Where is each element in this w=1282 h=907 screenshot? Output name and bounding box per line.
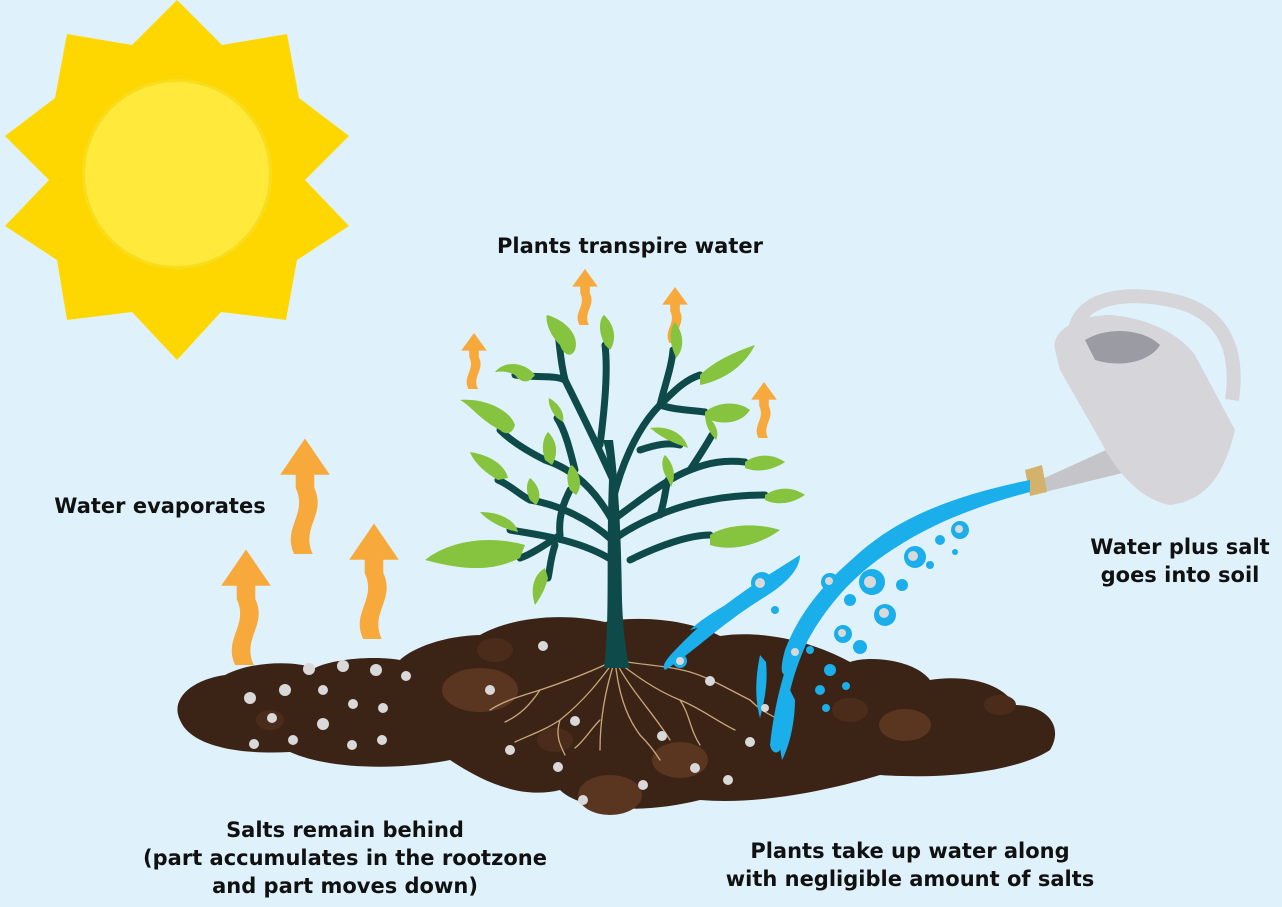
salt-dot [267,713,277,723]
label-water-plus-salt-line2: goes into soil [1080,561,1280,589]
label-transpire-text: Plants transpire water [440,232,820,260]
label-uptake: Plants take up water along with negligib… [700,837,1120,893]
salt-dot [864,576,876,588]
leaf [705,404,750,423]
leaf [710,525,780,547]
label-evaporates: Water evaporates [40,492,280,520]
salt-dot [908,551,918,561]
soil-patch [832,698,868,722]
salt-dot [348,699,358,709]
label-salts-remain-line3: and part moves down) [120,872,570,900]
leaf [470,452,508,480]
salt-dot [370,664,382,676]
salt-dot [838,629,846,637]
label-evaporates-text: Water evaporates [40,492,280,520]
water-drop [896,579,908,591]
salt-dot [553,762,563,772]
salt-dot [690,763,700,773]
water-drop [815,685,825,695]
leaf [425,540,525,568]
salt-dot [638,780,648,790]
soil-patch [477,638,513,662]
water-drop [822,704,830,712]
evaporation-arrow [349,524,399,640]
salt-dot [337,660,349,672]
water-drop [824,664,836,676]
salt-dot [791,648,799,656]
salt-dot [401,671,411,681]
label-salts-remain: Salts remain behind (part accumulates in… [120,816,570,900]
salt-dot [303,663,315,675]
water-drop [842,682,850,690]
label-water-plus-salt-line1: Water plus salt [1080,533,1280,561]
label-uptake-line2: with negligible amount of salts [700,865,1120,893]
transpiration-arrow [572,269,598,325]
salt-dot [761,704,769,712]
watering-can [1025,296,1235,505]
leaf [700,345,755,385]
salt-dot [745,737,755,747]
salt-dot [279,684,291,696]
salt-dot [755,578,765,588]
water-drop [806,646,814,654]
soil-patch [879,709,931,741]
water-drop [853,640,867,654]
salt-dot [505,745,515,755]
salt-dot [705,676,715,686]
salt-dot [317,718,329,730]
transpiration-arrow [461,333,487,389]
water-splash [690,588,775,630]
label-uptake-line1: Plants take up water along [700,837,1120,865]
salt-dot [657,731,667,741]
salt-dot [318,685,328,695]
water-drop [926,561,934,569]
salt-dot [347,740,357,750]
label-salts-remain-line1: Salts remain behind [120,816,570,844]
label-water-plus-salt: Water plus salt goes into soil [1080,533,1280,589]
evaporation-arrow [280,439,330,555]
leaf [765,489,805,504]
salt-dot [879,608,889,618]
transpiration-arrow [751,382,777,438]
soil-patch [578,775,642,815]
salt-dot [378,703,388,713]
soil-patch [984,695,1016,715]
salt-dot [244,692,256,704]
leaf [745,456,785,471]
leaf [460,400,515,434]
sun [5,0,349,360]
leaf [495,364,535,381]
salt-dot [578,795,588,805]
water-drop [952,549,958,555]
evaporation-arrow [221,550,271,666]
salt-dot [825,577,833,585]
salt-dot [538,641,548,651]
salt-dot [249,739,259,749]
salt-dot [288,735,298,745]
water-drop [866,556,874,564]
soil-patch [537,728,573,752]
salt-dot [377,735,387,745]
label-salts-remain-line2: (part accumulates in the rootzone [120,844,570,872]
salt-dot [676,657,684,665]
soil-patch [442,668,518,712]
salt-dot [955,525,963,533]
salt-dot [570,716,580,726]
salt-dot [485,685,495,695]
water-drop [935,535,945,545]
tree [425,315,805,668]
label-transpire: Plants transpire water [440,232,820,260]
leaf [533,568,548,605]
sun-core [85,82,269,266]
water-drop [844,594,856,606]
leaf [480,512,518,532]
evaporation-arrows [221,439,399,666]
salt-dot [723,775,733,785]
water-drop [771,606,779,614]
